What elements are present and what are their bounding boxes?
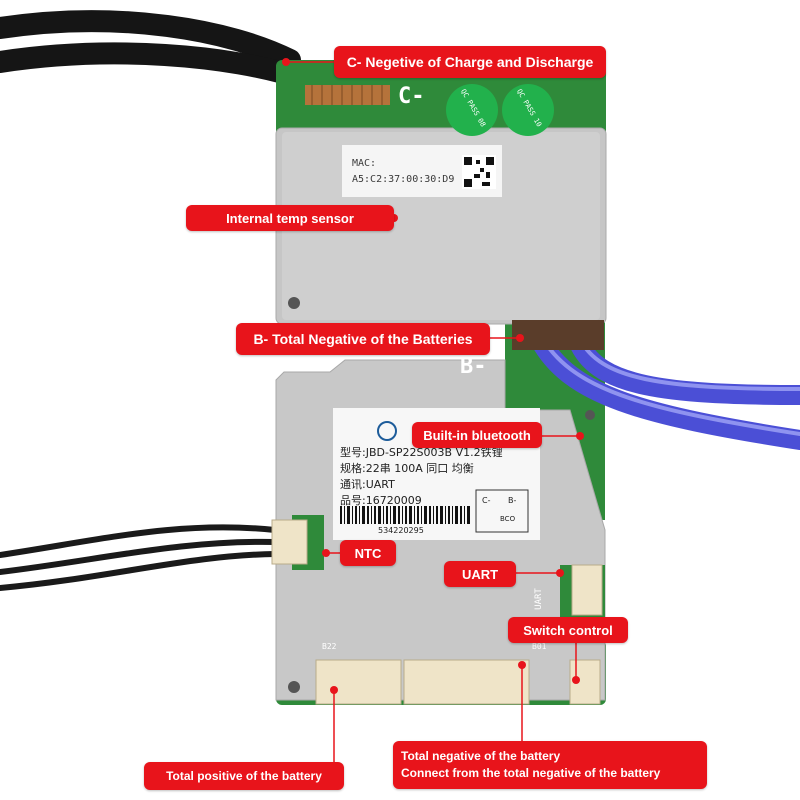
product-spec: 规格:22串 100A 同口 均衡 (340, 462, 474, 475)
blue-wire-highlight (538, 332, 800, 436)
brand-logo (377, 421, 397, 441)
ntc-connector (271, 519, 308, 565)
mac-value: A5:C2:37:00:30:D9 (352, 174, 455, 185)
callout-switch-control: Switch control (508, 617, 628, 643)
callout-b-negative: B- Total Negative of the Batteries (236, 323, 490, 355)
mac-label: MAC: (352, 158, 377, 169)
callout-c-negative: C- Negetive of Charge and Discharge (334, 46, 606, 78)
silk-b22: B22 (322, 642, 337, 651)
callout-total-negative: Total negative of the battery Connect fr… (393, 741, 707, 789)
callout-total-negative-line2: Connect from the total negative of the b… (401, 766, 661, 780)
blue-wires (530, 330, 800, 450)
diagram-bco: BCO (500, 515, 516, 523)
callout-bluetooth: Built-in bluetooth (412, 422, 542, 448)
screw-hole-3 (585, 410, 595, 420)
pass-sticker-2 (502, 84, 554, 136)
callout-total-negative-line1: Total negative of the battery (401, 749, 561, 763)
diagram-b: B- (508, 496, 517, 505)
callout-uart: UART (444, 561, 516, 587)
screw-hole-1 (288, 297, 300, 309)
product-model: 型号:JBD-SP22S003B V1.2铁锂 (340, 446, 503, 459)
callout-internal-temp: Internal temp sensor (186, 205, 394, 231)
ntc-wires (0, 524, 278, 591)
silk-b: B- (460, 354, 487, 379)
uart-connector (571, 564, 603, 616)
silk-uart: UART (533, 588, 544, 610)
qr-code (462, 155, 496, 189)
black-wires-top (0, 10, 311, 89)
silk-c: C- (398, 84, 425, 109)
b-terminal (512, 320, 604, 350)
product-comm: 通讯:UART (340, 478, 395, 491)
callout-ntc: NTC (340, 540, 396, 566)
diagram-c: C- (482, 496, 491, 505)
balance-connector-1 (315, 659, 402, 705)
leader-lines (286, 61, 580, 765)
callout-total-positive: Total positive of the battery (144, 762, 344, 790)
barcode (340, 506, 470, 524)
screw-hole-2 (288, 681, 300, 693)
c-terminal-stripes (311, 85, 383, 105)
barcode-number: 534220295 (378, 526, 424, 535)
pass-sticker-1 (446, 84, 498, 136)
product-part-no: 品号:16720009 (340, 494, 422, 507)
c-terminal (305, 85, 390, 105)
wiring-diagram-box (475, 489, 529, 533)
balance-connector-2 (403, 659, 530, 705)
silk-b01: B01 (532, 642, 547, 651)
